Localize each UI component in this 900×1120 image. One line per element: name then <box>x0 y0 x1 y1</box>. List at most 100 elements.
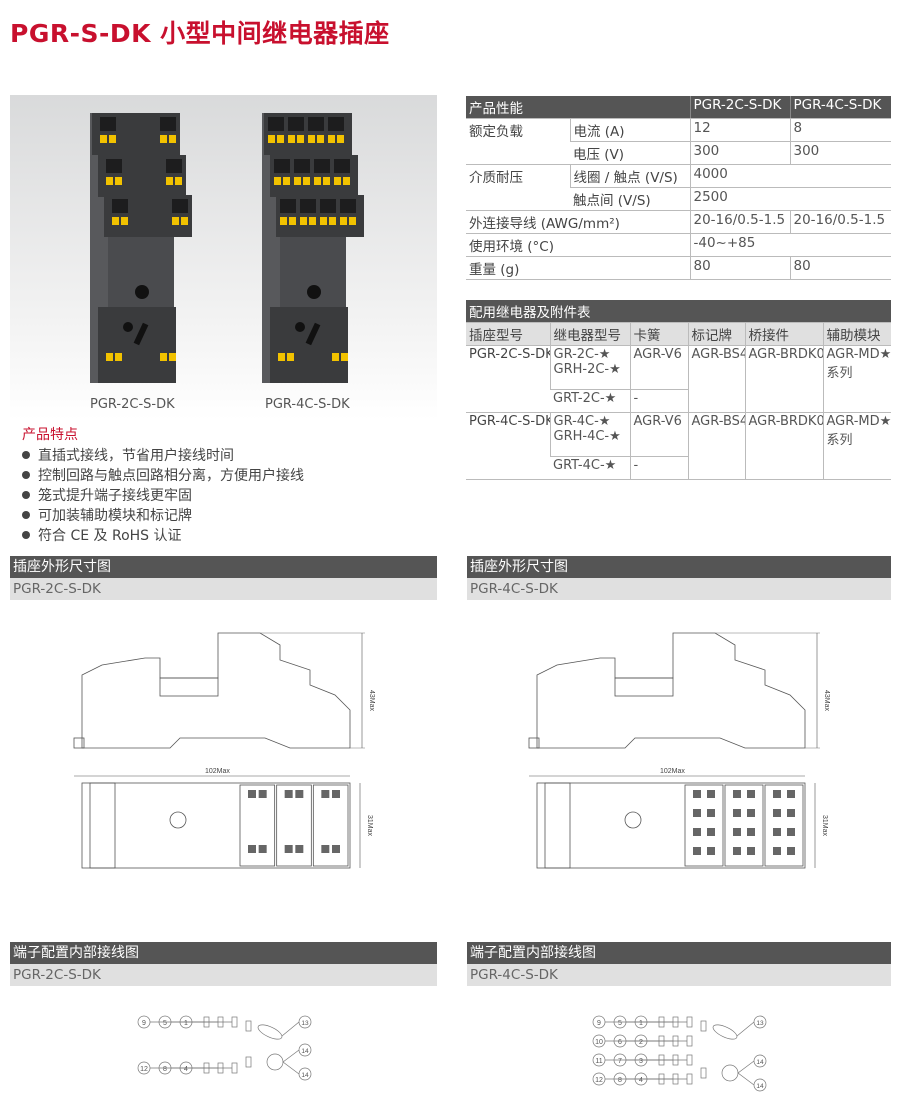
section-model: PGR-4C-S-DK <box>467 578 891 600</box>
wiring-section-2c: 端子配置内部接线图 PGR-2C-S-DK <box>10 942 437 986</box>
column-header: 标记牌 <box>687 322 745 346</box>
cell-text: - <box>633 391 639 406</box>
terminal-label: 12 <box>595 1077 603 1084</box>
cell-text: AGR-BRDK02 <box>748 414 824 429</box>
section-heading: 端子配置内部接线图 <box>467 942 891 964</box>
cell-text: GRT-2C-★ <box>553 391 617 406</box>
row-sublabel: 电压 (V) <box>570 141 690 165</box>
cell-text: 系列 <box>826 433 853 448</box>
height-label: 43Max <box>368 690 375 712</box>
page-title: PGR-S-DK 小型中间继电器插座 <box>10 19 390 48</box>
cell-text: AGR-BS4 <box>691 414 746 429</box>
feature-item: 符合 CE 及 RoHS 认证 <box>10 526 437 546</box>
column-header: 插座型号 <box>466 322 550 346</box>
cell: - <box>629 456 688 480</box>
coil-terminal-label: 14 <box>756 1083 764 1090</box>
cell: 80 <box>689 256 790 280</box>
table-row: GRT-2C-★ - <box>466 389 891 413</box>
row-label: 介质耐压 <box>466 164 570 211</box>
cell: AGR-BRDK02 <box>744 412 824 480</box>
section-heading: 插座外形尺寸图 <box>467 556 891 578</box>
cell: PGR-2C-S-DK <box>466 345 550 413</box>
terminal-label: 9 <box>142 1020 146 1027</box>
cell: 20-16/0.5-1.5 <box>689 210 790 234</box>
cell-text: GR-2C-★ <box>553 347 611 362</box>
column-header: 桥接件 <box>744 322 823 346</box>
column-header: 继电器型号 <box>549 322 630 346</box>
cell: 12 <box>689 118 790 142</box>
cell: 2500 <box>689 187 891 211</box>
width-label: 31Max <box>366 815 373 837</box>
cell: GRT-2C-★ <box>550 389 630 413</box>
product-photos <box>90 113 364 383</box>
feature-text: 控制回路与触点回路相分离，方便用户接线 <box>38 468 304 484</box>
socket-photo-4c <box>262 113 364 383</box>
cell: AGR-V6 <box>629 345 688 390</box>
cell: 300 <box>689 141 790 165</box>
dimension-drawing-2c: 43Max 102Max 31Max <box>73 632 375 869</box>
cell: 80 <box>789 256 891 280</box>
terminal-label: 4 <box>639 1077 643 1084</box>
coil-terminal-label: 14 <box>301 1048 309 1055</box>
cell-text: AGR-MD★ <box>826 347 892 362</box>
cell-text: GR-4C-★ <box>553 414 611 429</box>
cell-text: AGR-V6 <box>633 414 682 429</box>
terminal-label: 6 <box>618 1039 622 1046</box>
feature-text: 笼式提升端子接线更牢固 <box>38 488 192 504</box>
bullet-icon <box>22 531 30 539</box>
dimension-section-2c: 插座外形尺寸图 PGR-2C-S-DK <box>10 556 437 600</box>
row-sublabel: 触点间 (V/S) <box>570 187 690 211</box>
bullet-icon <box>22 471 30 479</box>
diode-icon <box>257 1024 283 1040</box>
cell: 20-16/0.5-1.5 <box>789 210 891 234</box>
terminal-label: 11 <box>595 1058 602 1065</box>
row-sublabel: 线圈 / 触点 (V/S) <box>569 164 690 188</box>
accessories-table: 配用继电器及附件表 插座型号继电器型号卡簧标记牌桥接件辅助模块 PGR-2C-S… <box>466 300 891 480</box>
cell-text: AGR-V6 <box>633 347 682 362</box>
cell: 8 <box>789 118 891 142</box>
cell: PGR-4C-S-DK <box>466 412 550 480</box>
cell-text: AGR-BRDK02 <box>748 347 824 362</box>
feature-item: 控制回路与触点回路相分离，方便用户接线 <box>10 466 437 486</box>
cell: 300 <box>789 141 891 165</box>
bullet-icon <box>22 511 30 519</box>
column-header: 卡簧 <box>629 322 688 346</box>
coil-icon <box>266 1053 284 1071</box>
row-label: 使用环境 (°C) <box>466 233 690 257</box>
photo-caption-4c: PGR-4C-S-DK <box>265 397 350 412</box>
cell: AGR-BS4 <box>687 412 746 480</box>
length-label: 102Max <box>660 768 685 775</box>
coil-terminal-label: 14 <box>756 1059 764 1066</box>
cell-text: AGR-BS4 <box>691 347 746 362</box>
feature-text: 直插式接线，节省用户接线时间 <box>38 448 234 464</box>
section-heading: 插座外形尺寸图 <box>10 556 437 578</box>
features-section: 产品特点 直插式接线，节省用户接线时间控制回路与触点回路相分离，方便用户接线笼式… <box>10 420 437 546</box>
product-photo-panel <box>10 95 437 420</box>
diode-icon <box>712 1024 738 1040</box>
feature-text: 可加装辅助模块和标记牌 <box>38 508 192 524</box>
feature-text: 符合 CE 及 RoHS 认证 <box>38 528 182 544</box>
length-label: 102Max <box>205 768 230 775</box>
section-model: PGR-2C-S-DK <box>10 964 437 986</box>
terminal-label: 10 <box>595 1039 603 1046</box>
wiring-section-4c: 端子配置内部接线图 PGR-4C-S-DK <box>467 942 891 986</box>
terminal-label: 2 <box>639 1039 643 1046</box>
cell-text: PGR-4C-S-DK <box>469 414 550 429</box>
terminal-label: 3 <box>639 1058 643 1065</box>
cell: AGR-BS4 <box>687 345 746 413</box>
terminal-label: 5 <box>163 1020 167 1027</box>
section-heading: 端子配置内部接线图 <box>10 942 437 964</box>
terminal-label: 8 <box>618 1077 622 1084</box>
cell: 4000 <box>689 164 891 188</box>
performance-heading: 产品性能 <box>466 96 690 119</box>
terminal-label: 5 <box>618 1020 622 1027</box>
accessories-heading: 配用继电器及附件表 <box>466 300 891 323</box>
terminal-label: 9 <box>597 1020 601 1027</box>
cell-text: GRH-2C-★ <box>553 362 621 377</box>
top-view-outline <box>81 782 351 869</box>
